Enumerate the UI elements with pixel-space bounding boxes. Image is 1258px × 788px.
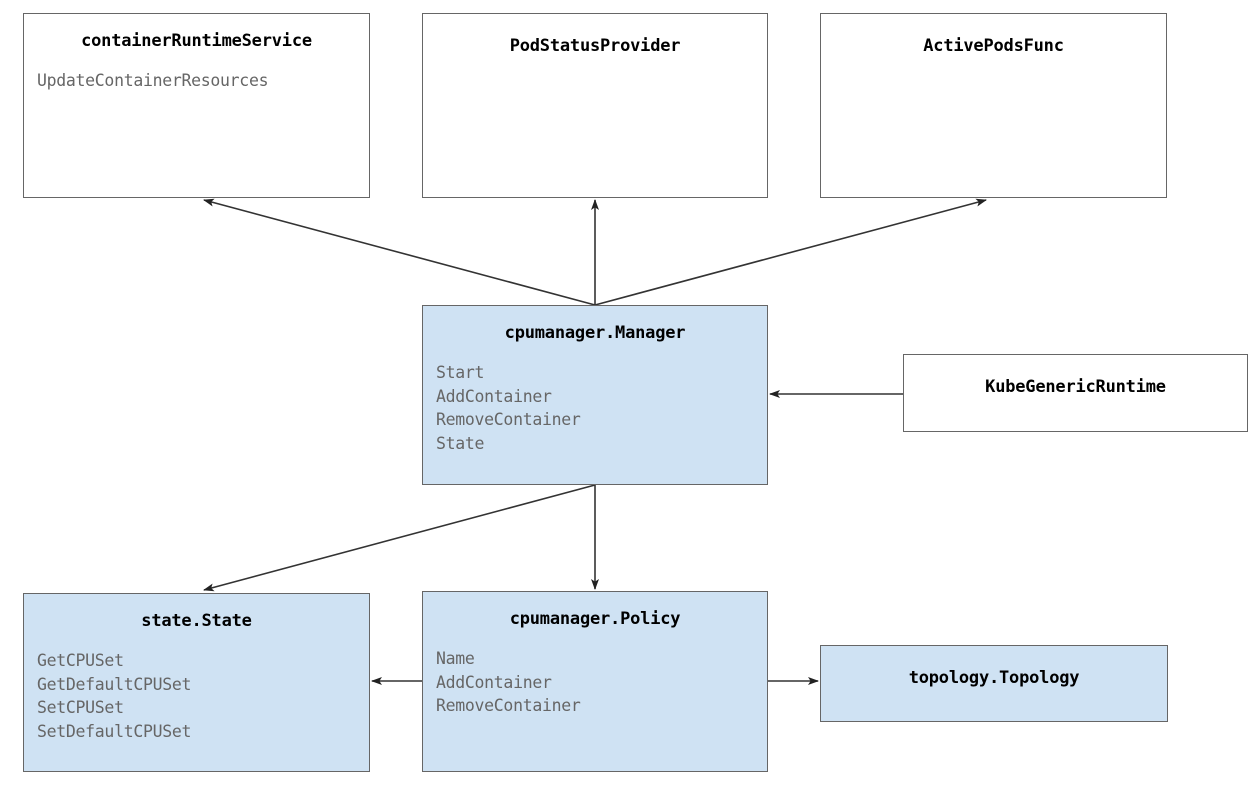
node-title-topologyTopology: topology.Topology [908,668,1080,688]
node-members-containerRuntimeService: UpdateContainerResources [24,69,369,93]
edge-manager-to-stateState [203,484,596,592]
node-title-cpumanagerPolicy: cpumanager.Policy [509,609,681,629]
node-ActivePodsFunc[interactable]: ActivePodsFunc [820,13,1167,198]
node-title-containerRuntimeService: containerRuntimeService [81,31,312,51]
node-title-KubeGenericRuntime: KubeGenericRuntime [985,377,1166,397]
edge-manager-to-containerRuntimeService [203,198,596,306]
node-member: SetCPUSet [37,698,124,717]
node-member: Name [436,649,475,668]
node-member: Start [436,363,485,382]
node-title-ActivePodsFunc: ActivePodsFunc [923,36,1064,56]
edge-manager-to-activePodsFunc [594,198,987,306]
node-member: GetDefaultCPUSet [37,674,192,694]
node-topologyTopology[interactable]: topology.Topology [820,645,1168,722]
node-title-PodStatusProvider: PodStatusProvider [509,36,681,56]
node-title-stateState: state.State [141,611,252,631]
node-KubeGenericRuntime[interactable]: KubeGenericRuntime [903,354,1248,432]
node-member: GetCPUSet [37,651,124,670]
node-PodStatusProvider[interactable]: PodStatusProvider [422,13,768,198]
node-member: SetDefaultCPUSet [37,721,192,741]
node-title-cpumanagerManager: cpumanager.Manager [504,323,686,343]
node-member: AddContainer [436,672,552,692]
node-member: State [436,433,485,453]
node-member: RemoveContainer [436,410,581,429]
node-member: AddContainer [436,386,552,406]
node-member: UpdateContainerResources [37,71,269,90]
node-member: RemoveContainer [436,696,581,715]
